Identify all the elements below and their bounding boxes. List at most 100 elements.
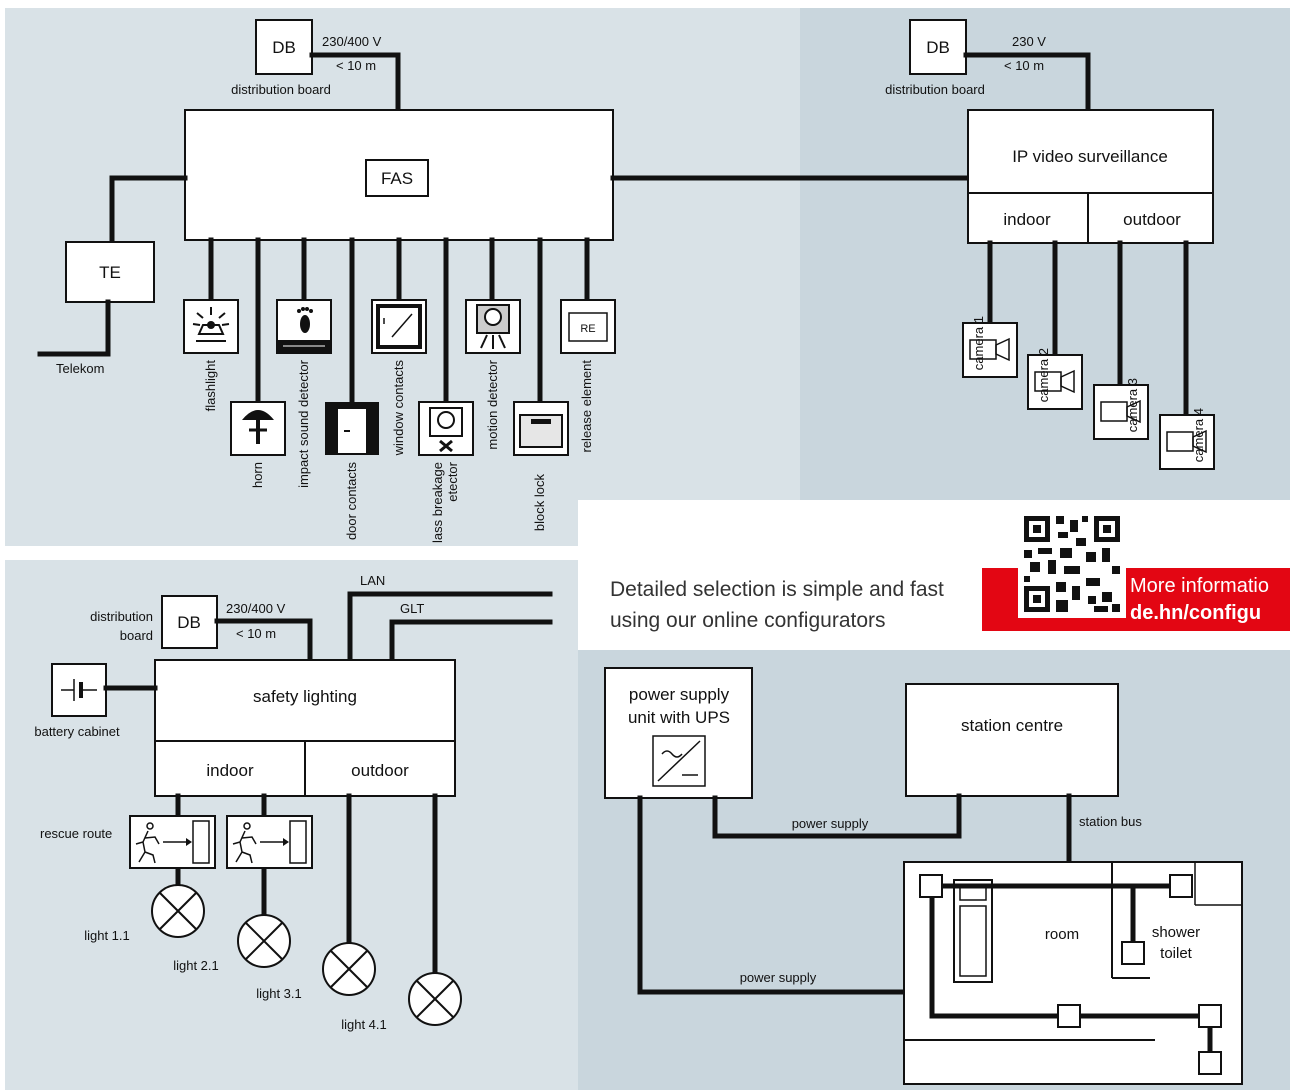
horn-icon <box>230 401 286 456</box>
nurse-call-panel: power supply unit with UPS station centr… <box>604 667 1243 1085</box>
rescue-route-sign-2 <box>226 815 313 869</box>
window-contacts-icon <box>371 299 427 354</box>
fas-distance: < 10 m <box>336 58 376 73</box>
rescue-route-label: rescue route <box>40 826 112 841</box>
camera-2-icon <box>1027 354 1083 410</box>
psu-label-2: unit with UPS <box>628 708 730 727</box>
configurator-link[interactable]: de.hn/configu <box>1130 602 1261 624</box>
video-db-label: DB <box>926 38 950 57</box>
glt-wire <box>389 619 553 663</box>
toilet-label: toilet <box>1160 945 1193 962</box>
camera-4-icon <box>1159 414 1215 470</box>
fas-label: FAS <box>381 169 413 188</box>
block-lock-label: block lock <box>532 474 547 532</box>
battery-label: battery cabinet <box>34 724 120 739</box>
door-contacts-label: door contacts <box>344 462 359 541</box>
lan-label: LAN <box>360 573 385 588</box>
light-4-icon <box>408 972 462 1026</box>
terminal-shower <box>1121 941 1145 965</box>
video-db-caption: distribution board <box>885 82 985 97</box>
te-wire <box>109 175 188 245</box>
fas-db-caption: distribution board <box>231 82 331 97</box>
door-contacts-icon <box>325 402 379 455</box>
lighting-db-caption-2: board <box>120 628 153 643</box>
ac-dc-converter-icon <box>652 735 706 787</box>
psu-label-1: power supply <box>629 685 730 704</box>
station-centre-box <box>905 683 1119 797</box>
light-1-icon <box>151 884 205 938</box>
window-contacts-label: window contacts <box>391 360 406 457</box>
glt-label: GLT <box>400 601 424 616</box>
rescue-route-sign-1 <box>129 815 216 869</box>
battery-icon <box>51 663 107 717</box>
station-bus-label: station bus <box>1079 814 1142 829</box>
lighting-voltage: 230/400 V <box>226 601 286 616</box>
psu-room-wire <box>637 795 909 995</box>
lighting-outdoor: outdoor <box>351 761 409 780</box>
more-information-label[interactable]: More informatio <box>1130 575 1269 597</box>
light-4-label: light 4.1 <box>341 1017 387 1032</box>
camera-1-label: camera 1 <box>971 316 986 370</box>
video-indoor: indoor <box>1003 210 1051 229</box>
video-voltage: 230 V <box>1012 34 1046 49</box>
promo-line-2: using our online configurators <box>610 609 886 632</box>
glass-breakage-label-2: etector <box>445 461 460 501</box>
video-db-wire <box>963 52 1091 113</box>
motion-detector-icon <box>465 299 521 354</box>
telekom-wire <box>37 299 111 357</box>
horn-label: horn <box>250 462 265 488</box>
terminal-room-centre <box>1057 1004 1081 1028</box>
fas-db-label: DB <box>272 38 296 57</box>
terminal-door <box>1198 1004 1222 1028</box>
video-distance: < 10 m <box>1004 58 1044 73</box>
lighting-db-caption-1: distribution <box>90 609 153 624</box>
release-element-icon-text: RE <box>580 323 595 335</box>
promo-banner: Detailed selection is simple and fast us… <box>610 510 1290 632</box>
power-supply-label-1: power supply <box>792 816 869 831</box>
lighting-db-box <box>161 595 218 649</box>
te-label: TE <box>99 263 121 282</box>
lighting-indoor: indoor <box>206 761 254 780</box>
impact-sound-detector-icon <box>276 299 332 354</box>
release-element-label: release element <box>579 360 594 453</box>
video-panel: DB distribution board 230 V < 10 m IP vi… <box>885 19 1215 470</box>
terminal-top-right <box>1169 874 1193 898</box>
terminal-bed-left <box>919 874 943 898</box>
fas-voltage: 230/400 V <box>322 34 382 49</box>
lighting-db-wire <box>214 618 313 663</box>
light-3-icon <box>322 942 376 996</box>
light-1-label: light 1.1 <box>84 928 130 943</box>
fas-device-wires <box>208 237 590 405</box>
fas-db-box <box>255 19 313 75</box>
camera-3-label: camera 3 <box>1125 378 1140 432</box>
light-2-label: light 2.1 <box>173 958 219 973</box>
lighting-distance: < 10 m <box>236 626 276 641</box>
glass-breakage-detector-icon <box>418 401 474 456</box>
safety-lighting-title: safety lighting <box>253 687 357 706</box>
flashlight-label: flashlight <box>203 360 218 412</box>
shower-label: shower <box>1152 924 1200 941</box>
fas-panel: DB distribution board 230/400 V < 10 m F… <box>37 19 971 543</box>
promo-line-1: Detailed selection is simple and fast <box>610 578 944 601</box>
room-label: room <box>1045 926 1079 943</box>
motion-detector-label: motion detector <box>485 359 500 449</box>
lighting-panel: DB distribution board 230/400 V < 10 m L… <box>34 573 553 1032</box>
qr-code-icon[interactable] <box>1018 510 1126 618</box>
video-db-box <box>909 19 967 75</box>
bed-icon <box>953 879 993 983</box>
flashlight-icon <box>183 299 239 354</box>
camera-1-icon <box>962 322 1018 378</box>
station-centre-label: station centre <box>961 716 1063 735</box>
power-supply-label-2: power supply <box>740 970 817 985</box>
release-element-icon <box>560 299 616 354</box>
impact-sound-detector-label: impact sound detector <box>296 359 311 488</box>
psu-station-wire <box>712 793 962 839</box>
light-3-label: light 3.1 <box>256 986 302 1001</box>
video-box <box>967 109 1214 244</box>
light-2-icon <box>237 914 291 968</box>
camera-2-label: camera 2 <box>1036 348 1051 402</box>
te-box <box>65 241 155 303</box>
fas-label-box <box>365 159 429 197</box>
camera-3-icon <box>1093 384 1149 440</box>
